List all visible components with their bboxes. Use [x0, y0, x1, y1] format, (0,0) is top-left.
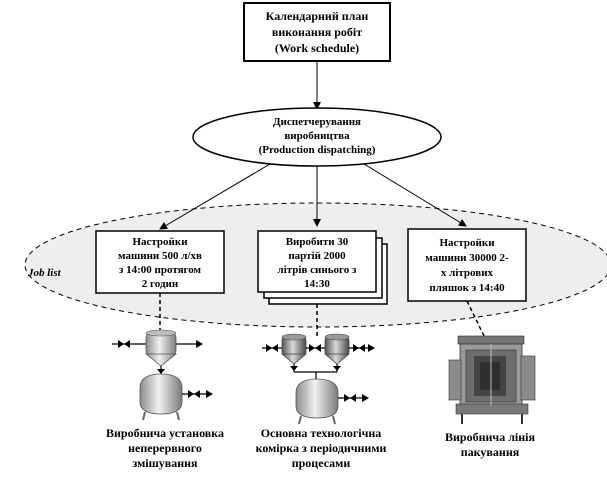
- unit-1-caption-line-3: змішування: [132, 456, 198, 470]
- work-schedule-line-1: Календарний план: [266, 9, 369, 23]
- job-3-line-3: х літрових: [441, 267, 494, 279]
- unit-1-caption-line-2: неперервного: [128, 441, 202, 455]
- unit-2-caption-line-1: Основна технологічна: [261, 426, 382, 440]
- job-2-line-2: партій 2000: [288, 250, 346, 262]
- job-3-line-1: Настройки: [439, 237, 495, 249]
- work-schedule-line-3: (Work schedule): [275, 41, 359, 55]
- dispatch-line-3: (Production dispatching): [259, 144, 376, 156]
- job-1-line-3: з 14:00 протягом: [119, 264, 202, 276]
- job-1-line-4: 2 годин: [142, 278, 179, 290]
- job-3-box: [407, 228, 527, 302]
- arrow-dispatch-to-job-3: [363, 163, 467, 227]
- job-1-line-2: машини 500 л/хв: [118, 250, 202, 262]
- job-3-line-2: машини 30000 2-: [425, 252, 509, 264]
- job-list-label: Job list: [27, 267, 62, 279]
- unit-3-caption-line-2: пакування: [461, 445, 520, 459]
- job-2-line-3: літрів синього з: [278, 264, 357, 276]
- unit-3-caption-line-1: Виробнича лінія: [445, 430, 536, 444]
- unit-2-caption-line-2: комірка з періодичними: [256, 441, 387, 455]
- packaging-line-machine-icon: [448, 335, 536, 424]
- job-2-line-4: 14:30: [304, 278, 330, 290]
- dispatch-line-1: Диспетчерування: [273, 116, 361, 128]
- job-1-box: [95, 230, 225, 294]
- work-schedule-box: [243, 2, 391, 62]
- job-1-line-1: Настройки: [132, 236, 188, 248]
- dispatch-line-2: виробництва: [284, 130, 350, 142]
- unit-1-caption-line-1: Виробнича установка: [106, 426, 224, 440]
- work-schedule-line-2: виконання робіт: [272, 25, 362, 39]
- job-2-line-1: Виробити 30: [286, 236, 349, 248]
- unit-2-caption-line-3: процесами: [292, 456, 351, 470]
- continuous-blending-unit-icon: [112, 329, 213, 421]
- batch-process-cell-icon: [262, 333, 375, 425]
- job-3-line-4: пляшок з 14:40: [429, 282, 505, 294]
- arrow-dispatch-to-job-1: [159, 163, 271, 230]
- job-2-box: [257, 230, 377, 293]
